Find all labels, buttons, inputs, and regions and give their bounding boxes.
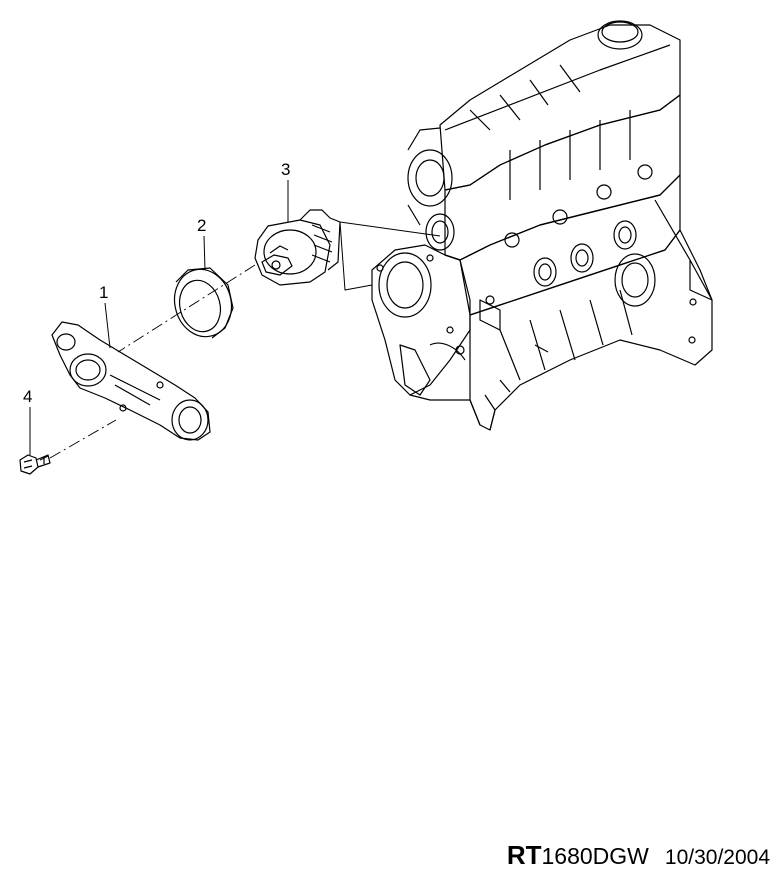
callout-2: 2: [197, 216, 206, 235]
callout-1: 1: [99, 283, 108, 302]
drawing-code-number: 1680DGW: [541, 843, 649, 869]
drawing-reference-footer: RT1680DGW 10/30/2004: [507, 840, 770, 871]
drawing-date: 10/30/2004: [664, 846, 770, 869]
water-outlet-housing: [51, 321, 211, 441]
callout-leaders: [29, 180, 289, 455]
explosion-axis: [49, 264, 256, 459]
assembly-lines: [339, 221, 441, 291]
drawing-code-prefix: RT: [506, 840, 542, 870]
bolt: [19, 454, 51, 475]
gasket-ring: [173, 267, 234, 339]
callout-3: 3: [281, 160, 290, 179]
engine-block: [371, 20, 713, 431]
thermostat: [254, 209, 341, 286]
callout-4: 4: [23, 387, 32, 406]
